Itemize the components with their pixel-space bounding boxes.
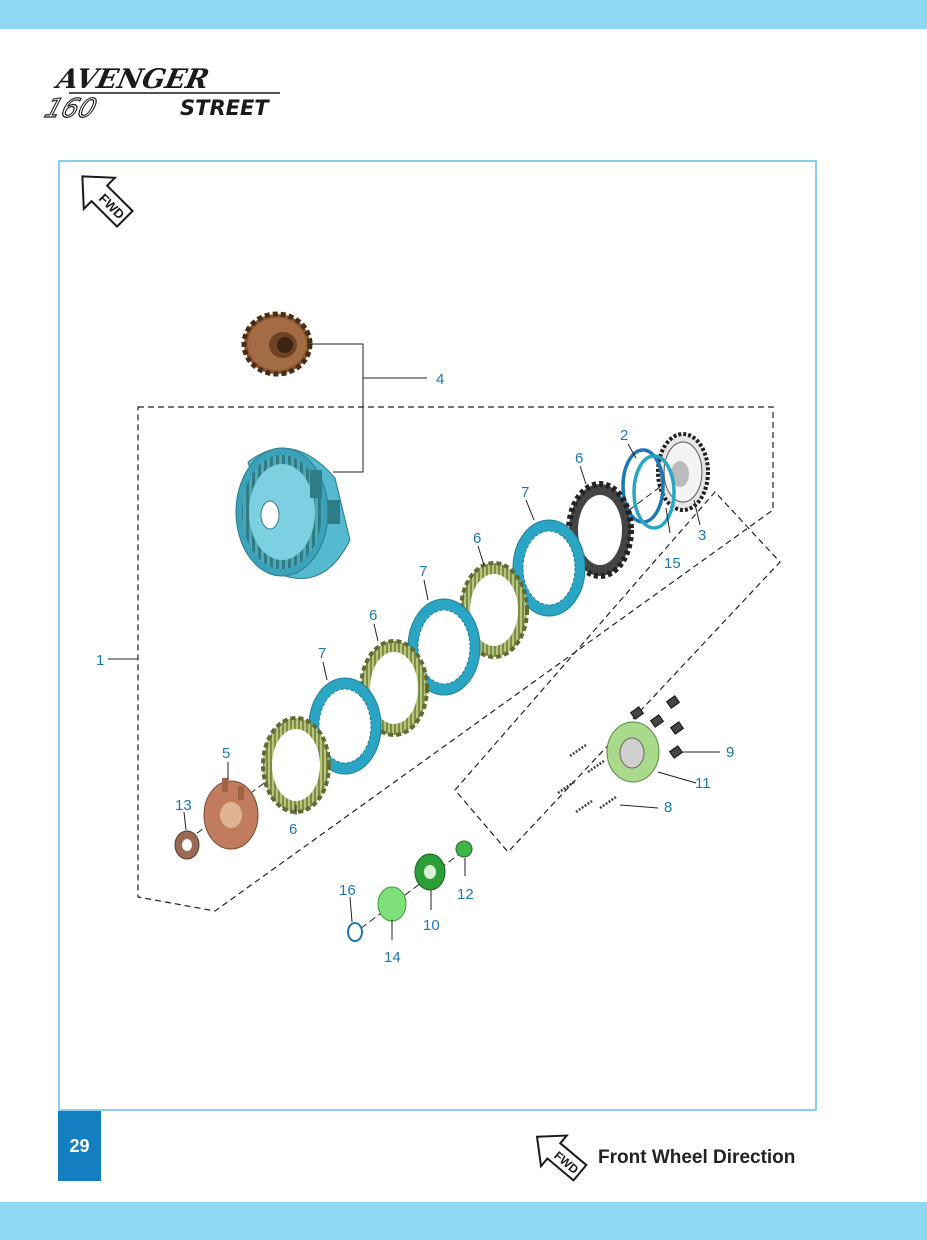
bearing-axis — [351, 845, 471, 936]
avenger-160-street-logo: AVENGER 160 STREET — [40, 63, 280, 124]
callout-13: 13 — [175, 797, 192, 814]
callout-2: 2 — [620, 427, 628, 444]
callout-7: 7 — [318, 645, 326, 662]
clutch-housing — [235, 447, 351, 579]
logo-variant-number: 160 — [41, 94, 100, 124]
callout-7: 7 — [419, 563, 427, 580]
callout-10: 10 — [423, 917, 440, 934]
fwd-legend-icon: FWD — [535, 1134, 588, 1182]
callout-6: 6 — [473, 530, 481, 547]
callout-3: 3 — [698, 527, 706, 544]
diagram-frame — [58, 160, 817, 1111]
bottom-color-band — [0, 1202, 927, 1240]
pressure-plate-group-boundary — [454, 491, 781, 853]
clutch-pressure-plate — [203, 778, 259, 850]
clutch-hub — [656, 432, 710, 512]
callout-5: 5 — [222, 745, 230, 762]
callout-9: 9 — [726, 744, 734, 761]
seat-ring — [632, 454, 676, 530]
callout-1: 1 — [96, 652, 104, 669]
callout-15: 15 — [664, 555, 681, 572]
logo-model-text: AVENGER — [51, 63, 212, 95]
bearing-sleeve — [377, 886, 407, 922]
front-wheel-direction-label: Front Wheel Direction — [598, 1147, 796, 1168]
clutch-plate-stack — [261, 481, 634, 814]
callout-labels: 4 1 2 3 15 6 6 6 6 7 7 7 5 13 9 11 8 16 … — [96, 371, 734, 966]
top-color-band — [0, 0, 927, 29]
callout-6: 6 — [369, 607, 377, 624]
callout-7: 7 — [521, 484, 529, 501]
callout-6: 6 — [575, 450, 583, 467]
lifter-rod-piece — [455, 840, 473, 858]
callout-16: 16 — [339, 882, 356, 899]
leader-lines — [108, 343, 720, 940]
callout-6: 6 — [289, 821, 297, 838]
thin-washer — [347, 922, 363, 942]
callout-11: 11 — [695, 775, 711, 792]
callout-8: 8 — [664, 799, 672, 816]
clutch-bolts — [629, 695, 685, 759]
logo-variant-name: STREET — [180, 96, 270, 120]
page-number: 29 — [58, 1111, 101, 1181]
callout-14: 14 — [384, 949, 401, 966]
callout-4: 4 — [436, 371, 444, 388]
assembly-boundary — [137, 406, 774, 912]
primary-driven-gear — [241, 311, 313, 377]
fwd-arrow-icon: FWD — [81, 175, 134, 228]
clutch-bearing-group — [347, 840, 473, 942]
callout-12: 12 — [457, 886, 474, 903]
lifter-plate — [606, 721, 660, 783]
